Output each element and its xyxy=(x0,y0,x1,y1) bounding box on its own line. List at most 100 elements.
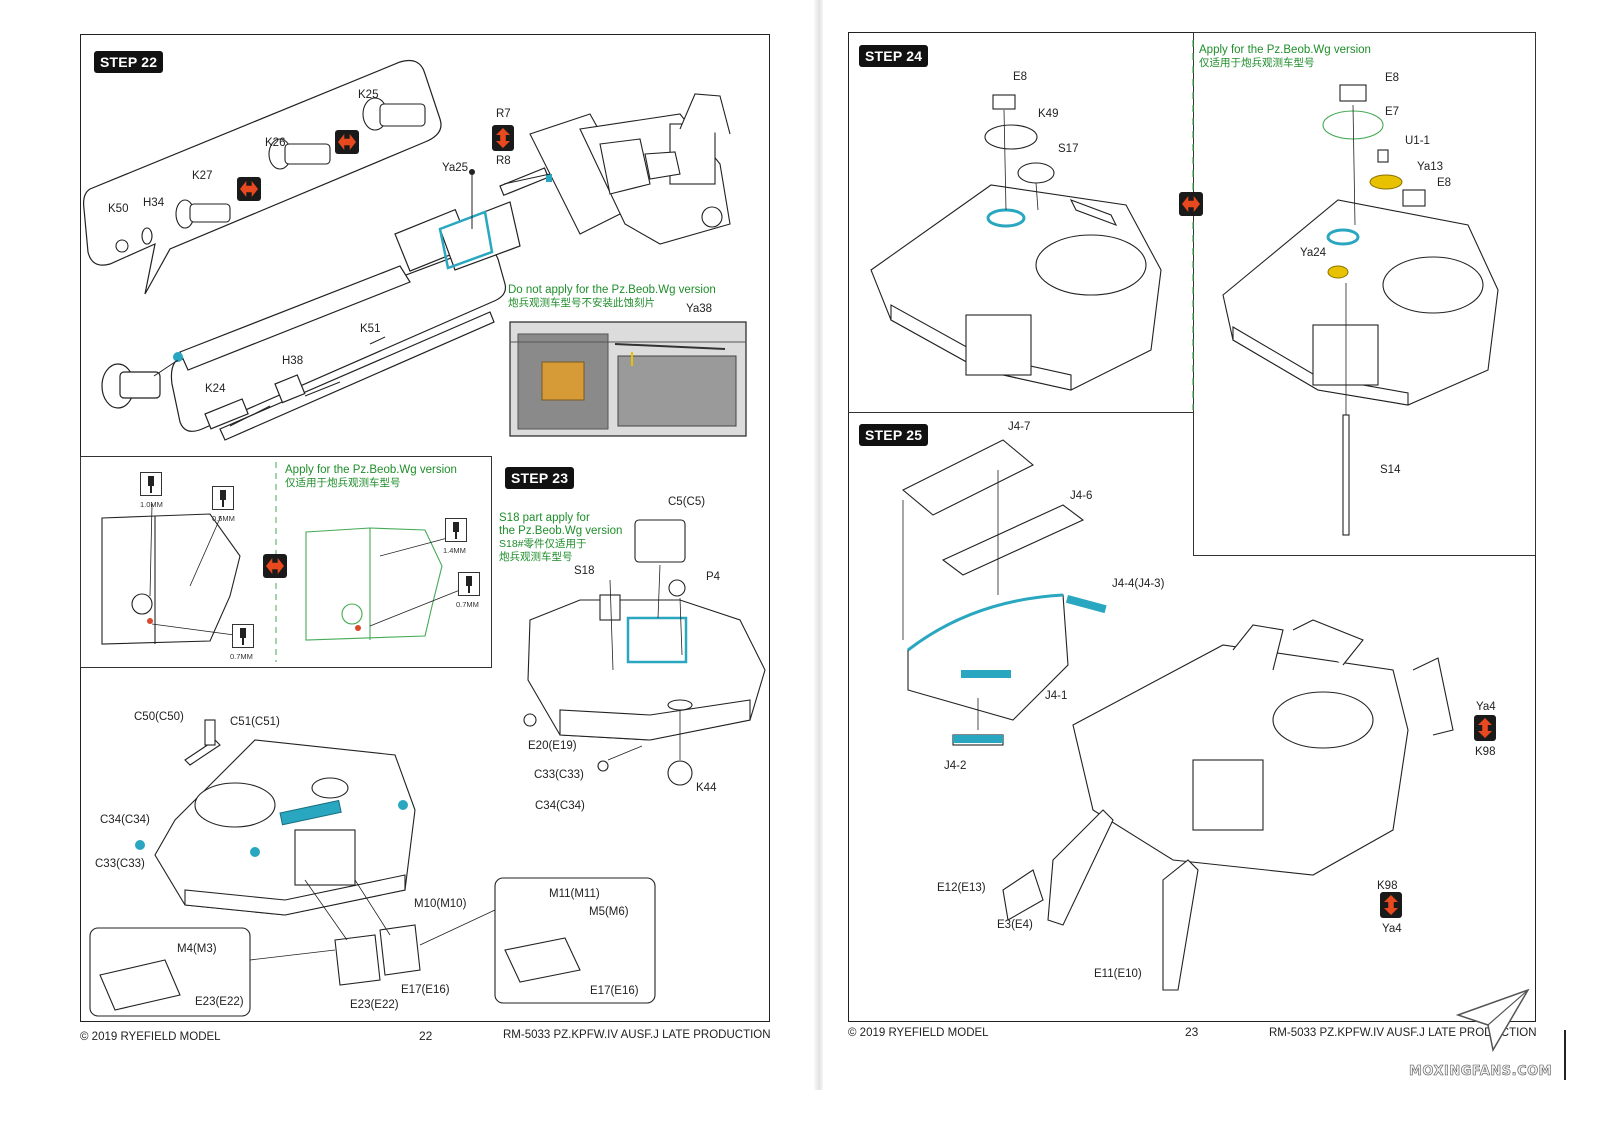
drill-icon xyxy=(445,518,467,542)
drill-icon xyxy=(140,472,162,496)
part-label-k27: K27 xyxy=(192,170,213,182)
part-label-c33: C33(C33) xyxy=(534,769,584,781)
green-divider xyxy=(1192,40,1194,410)
part-label-e11: E11(E10) xyxy=(1094,968,1142,980)
part-label-k98-bottom: K98 xyxy=(1377,880,1398,892)
part-label-e17: E17(E16) xyxy=(401,984,450,996)
part-label-ya4-top: Ya4 xyxy=(1476,701,1496,713)
drill-size-label: 1.4MM xyxy=(443,546,466,555)
part-label-k44: K44 xyxy=(696,782,717,794)
part-label-u1-1: U1-1 xyxy=(1405,135,1430,147)
part-label-p4: P4 xyxy=(706,571,721,583)
page-number: 22 xyxy=(419,1029,433,1043)
part-label-c34: C34(C34) xyxy=(535,800,585,812)
part-label-k49: K49 xyxy=(1038,108,1059,120)
step23-note-zh-1: S18#零件仅适用于 xyxy=(499,538,587,550)
part-label-m4: M4(M3) xyxy=(177,943,217,955)
step24-left-drawing xyxy=(870,94,1162,391)
part-label-k51: K51 xyxy=(360,323,381,335)
step25-badge: STEP 25 xyxy=(859,424,929,446)
drill-panel xyxy=(80,456,492,668)
step23-badge: STEP 23 xyxy=(505,467,575,489)
right-page: STEP 24 Apply for the Pz.Beob.Wg version… xyxy=(823,0,1600,1130)
part-label-k24: K24 xyxy=(205,383,226,395)
part-label-e12: E12(E13) xyxy=(937,882,986,894)
drill-icon xyxy=(232,624,254,648)
part-label-c33-bottom: C33(C33) xyxy=(95,858,145,870)
step23-note-en-2: the Pz.Beob.Wg version xyxy=(499,525,623,537)
part-label-e3: E3(E4) xyxy=(997,919,1033,931)
step22-note-zh: 炮兵观测车型号不安装此蚀刻片 xyxy=(508,297,655,309)
part-label-e8: E8 xyxy=(1013,71,1028,83)
drill-size-label: 0.5MM xyxy=(212,514,235,523)
drill-icon xyxy=(212,486,234,510)
divider xyxy=(848,412,1193,413)
part-label-k25: K25 xyxy=(358,89,379,101)
part-label-e23-inset: E23(E22) xyxy=(195,996,244,1008)
part-label-j4-4: J4-4(J4-3) xyxy=(1112,578,1165,590)
flip-icon xyxy=(263,554,287,578)
part-label-c51: C51(C51) xyxy=(230,716,280,728)
flip-vertical-icon xyxy=(492,125,514,151)
part-label-c5: C5(C5) xyxy=(668,496,706,508)
drill-size-label: 0.7MM xyxy=(456,600,479,609)
part-label-r8: R8 xyxy=(496,155,511,167)
left-page: STEP 22 xyxy=(0,0,816,1130)
part-label-c34-bottom: C34(C34) xyxy=(100,814,150,826)
part-label-s18: S18 xyxy=(574,565,595,577)
drill-icon xyxy=(458,572,480,596)
flip-icon xyxy=(335,130,359,154)
part-label-e17-inset: E17(E16) xyxy=(590,985,639,997)
part-label-c50: C50(C50) xyxy=(134,711,184,723)
part-label-h38: H38 xyxy=(282,355,304,367)
part-label-e7: E7 xyxy=(1385,106,1400,118)
footer-copyright: © 2019 RYEFIELD MODEL xyxy=(848,1027,989,1039)
turret-assembly-drawing xyxy=(89,719,656,1017)
part-label-k50: K50 xyxy=(108,203,129,215)
drill-note-zh: 仅适用于炮兵观测车型号 xyxy=(285,477,401,489)
part-label-ya13: Ya13 xyxy=(1417,161,1444,173)
step24-note-zh: 仅适用于炮兵观测车型号 xyxy=(1199,57,1315,69)
flip-vertical-icon xyxy=(1474,715,1496,741)
part-label-s14: S14 xyxy=(1380,464,1401,476)
step23-note-en-1: S18 part apply for xyxy=(499,512,590,524)
watermark-text: MOXINGFANS.COM xyxy=(1409,1064,1553,1080)
part-label-j4-7: J4-7 xyxy=(1008,421,1031,433)
part-label-ya25: Ya25 xyxy=(442,162,469,174)
part-label-ya38: Ya38 xyxy=(686,303,713,315)
flip-vertical-icon xyxy=(1380,892,1402,918)
part-label-ya24: Ya24 xyxy=(1300,247,1327,259)
part-label-j4-6: J4-6 xyxy=(1070,490,1093,502)
part-label-k98-top: K98 xyxy=(1475,746,1496,758)
part-label-e8-side: E8 xyxy=(1437,177,1452,189)
page-number: 23 xyxy=(1185,1025,1199,1039)
part-label-e8-right: E8 xyxy=(1385,72,1400,84)
step24-note-en: Apply for the Pz.Beob.Wg version xyxy=(1199,44,1371,56)
footer-product: RM-5033 PZ.KPFW.IV AUSF.J LATE PRODUCTIO… xyxy=(503,1029,771,1041)
drill-note-en: Apply for the Pz.Beob.Wg version xyxy=(285,464,457,476)
part-label-h34: H34 xyxy=(143,197,165,209)
step22-drawing xyxy=(83,59,747,441)
part-label-j4-2: J4-2 xyxy=(944,760,967,772)
step24-right-drawing xyxy=(1222,84,1499,536)
part-label-k26: K26 xyxy=(265,137,286,149)
flip-icon xyxy=(237,177,261,201)
step25-drawing xyxy=(902,439,1454,991)
part-label-e23: E23(E22) xyxy=(350,999,399,1011)
step23-drawing xyxy=(523,519,766,786)
footer-product: RM-5033 PZ.KPFW.IV AUSF.J LATE PRODUCTIO… xyxy=(1269,1027,1537,1039)
paper-plane-logo xyxy=(1455,988,1530,1053)
part-label-s17: S17 xyxy=(1058,143,1079,155)
footer-copyright: © 2019 RYEFIELD MODEL xyxy=(80,1031,221,1043)
part-label-j4-1: J4-1 xyxy=(1045,690,1068,702)
drill-size-label: 1.0MM xyxy=(140,500,163,509)
part-label-e20: E20(E19) xyxy=(528,740,577,752)
part-label-m5: M5(M6) xyxy=(589,906,629,918)
flip-icon xyxy=(1179,192,1203,216)
part-label-ya4-bottom: Ya4 xyxy=(1382,923,1402,935)
part-label-r7: R7 xyxy=(496,108,511,120)
step22-badge: STEP 22 xyxy=(94,51,164,73)
part-label-m11: M11(M11) xyxy=(549,888,600,900)
drill-size-label: 0.7MM xyxy=(230,652,253,661)
edge-mark xyxy=(1564,1030,1566,1080)
